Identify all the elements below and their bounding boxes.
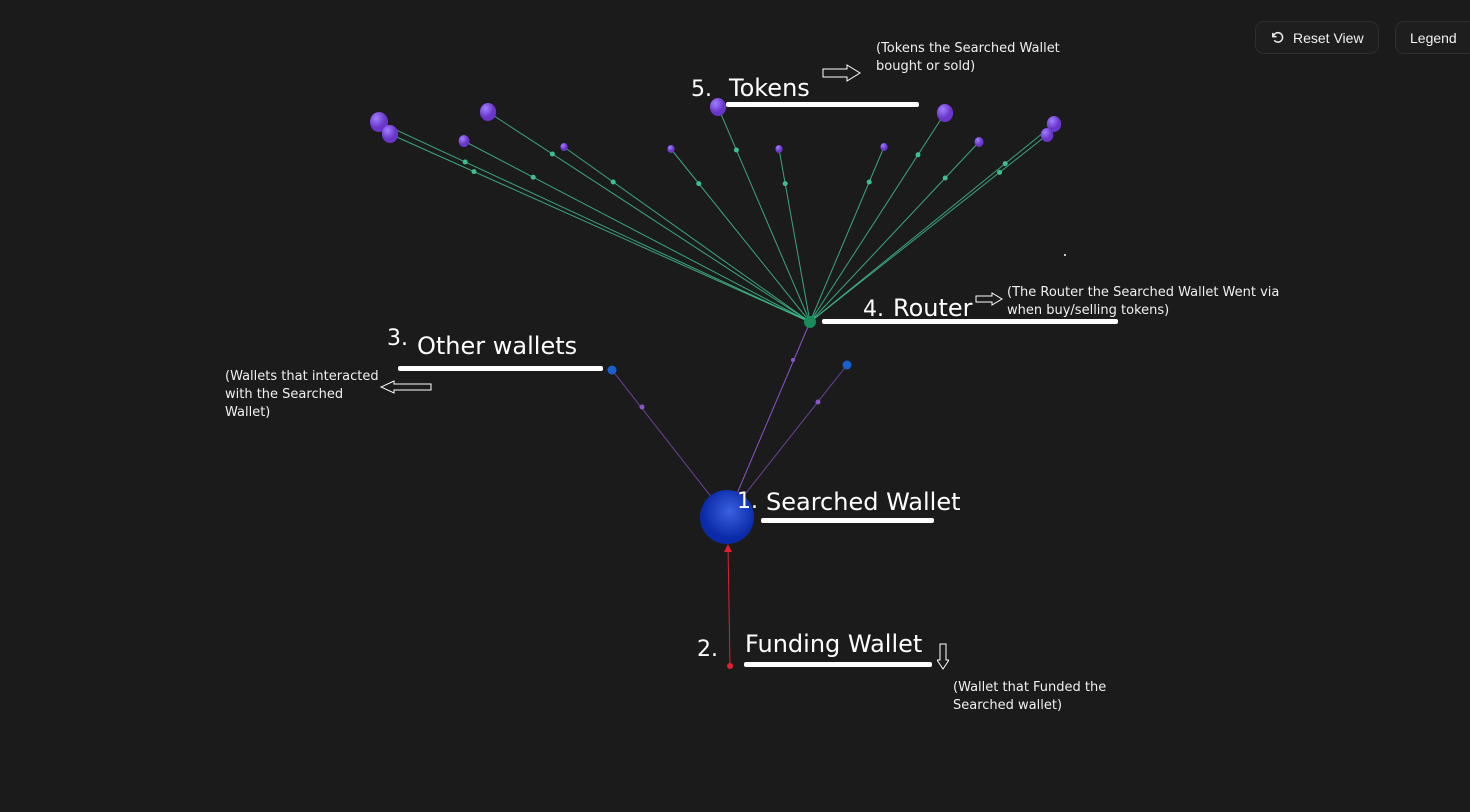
router-token-edge: [563, 146, 811, 323]
edge-arrow-marker: [549, 151, 555, 157]
reset-view-button[interactable]: Reset View: [1255, 21, 1379, 54]
token-node[interactable]: [381, 125, 399, 143]
reset-view-label: Reset View: [1293, 29, 1364, 46]
others-label: Other wallets: [417, 332, 578, 360]
arrow-down-icon: [937, 643, 949, 670]
router-token-edge: [487, 111, 811, 323]
legend-button[interactable]: Legend: [1395, 21, 1470, 54]
tokens-label: Tokens: [729, 74, 810, 102]
router-token-edge: [778, 148, 811, 323]
edge-arrow-marker: [462, 159, 468, 165]
searched-underline: [761, 518, 934, 523]
router-label: Router: [893, 294, 973, 322]
edge-arrow-marker: [942, 175, 948, 181]
searched-router-edge: [726, 321, 811, 518]
token-node[interactable]: [560, 143, 568, 151]
router-token-edge: [809, 112, 946, 323]
edge-arrow-marker: [815, 399, 821, 405]
edge-arrow-marker: [471, 169, 477, 175]
funding-edge: [727, 544, 731, 667]
token-node[interactable]: [709, 98, 727, 116]
legend-label: Legend: [1410, 29, 1457, 46]
edge-arrow-marker: [610, 179, 616, 185]
searched-other-edge: [726, 364, 848, 518]
edge-arrow-marker: [997, 169, 1003, 175]
edge-arrow-marker: [639, 404, 645, 410]
funding-note: (Wallet that Funded the Searched wallet): [953, 680, 1107, 713]
tokens-note: (Tokens the Searched Wallet bought or so…: [876, 41, 1060, 74]
router-underline: [822, 319, 1118, 324]
router-token-edge: [809, 134, 1048, 323]
funding-wallet-node[interactable]: [727, 663, 733, 669]
edge-arrow-marker: [733, 147, 739, 153]
token-node[interactable]: [974, 137, 984, 147]
arrow-left-icon: [380, 380, 432, 394]
router-token-edge: [389, 133, 811, 323]
searched-label: Searched Wallet: [766, 488, 961, 516]
other-wallet-node[interactable]: [842, 360, 852, 370]
edge-arrow-marker: [530, 174, 536, 180]
token-node[interactable]: [479, 103, 497, 121]
edge-arrow-marker: [791, 358, 795, 362]
other-wallet-node[interactable]: [607, 365, 617, 375]
funding-underline: [744, 662, 932, 667]
tokens-number: 5.: [691, 77, 712, 102]
router-node[interactable]: [804, 316, 816, 328]
router-token-edge: [378, 121, 811, 323]
edge-arrow-marker: [696, 181, 702, 187]
router-token-edge: [809, 141, 980, 323]
searched-other-edge: [611, 369, 728, 518]
rotate-ccw-icon: [1272, 31, 1284, 43]
searched-number: 1.: [737, 489, 758, 514]
router-token-edge: [717, 106, 811, 323]
tokens-underline: [726, 102, 919, 107]
searched-wallet-node[interactable]: [700, 490, 754, 544]
funding-label: Funding Wallet: [745, 630, 923, 658]
router-token-edge: [809, 123, 1055, 323]
token-node[interactable]: [458, 135, 470, 147]
token-node[interactable]: [1046, 116, 1062, 132]
edge-arrow-marker: [866, 179, 872, 185]
arrow-right-icon: [975, 292, 1003, 306]
stray-dot: [1064, 254, 1066, 256]
token-node[interactable]: [775, 145, 783, 153]
token-node[interactable]: [880, 143, 888, 151]
edge-arrow-marker: [1002, 161, 1008, 167]
others-underline: [398, 366, 603, 371]
token-node[interactable]: [370, 112, 388, 132]
router-note: (The Router the Searched Wallet Went via…: [1007, 285, 1280, 318]
others-note: (Wallets that interacted with the Search…: [225, 369, 379, 420]
token-node[interactable]: [667, 145, 675, 153]
others-number: 3.: [387, 326, 408, 351]
token-node[interactable]: [936, 104, 954, 122]
router-token-edge: [809, 146, 885, 323]
router-token-edge: [463, 140, 811, 323]
edge-arrow-marker: [782, 181, 788, 187]
arrow-right-icon: [822, 64, 861, 82]
router-token-edge: [670, 148, 811, 323]
edge-arrow-marker: [724, 544, 732, 552]
token-node[interactable]: [1040, 128, 1054, 142]
funding-number: 2.: [697, 637, 718, 662]
edge-arrow-marker: [915, 152, 921, 158]
router-number: 4.: [863, 297, 884, 322]
